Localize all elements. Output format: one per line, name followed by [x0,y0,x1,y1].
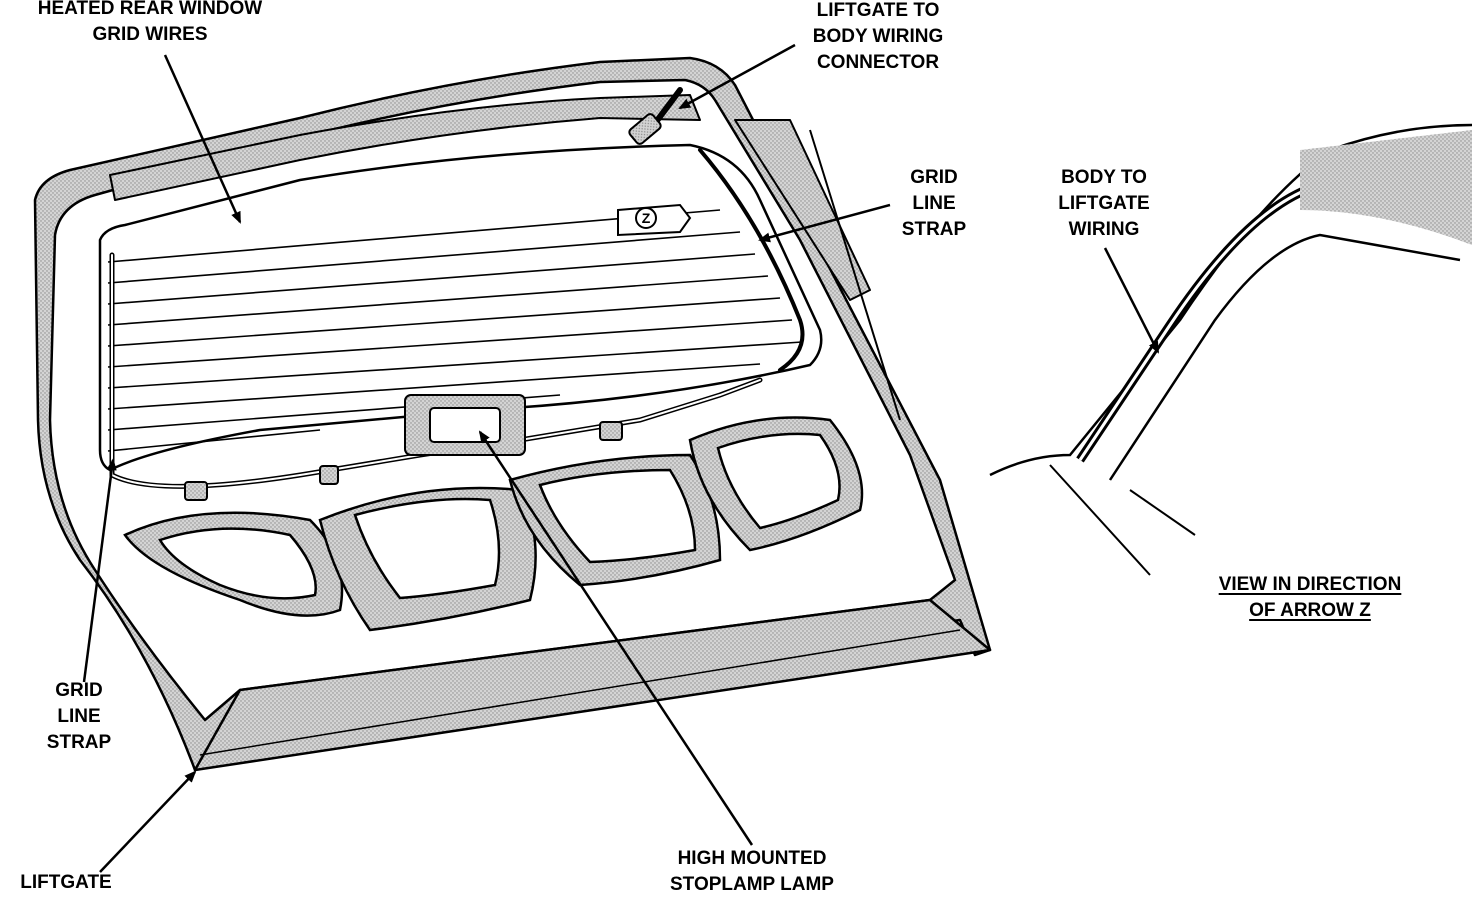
z-arrow-marker: Z [617,203,692,237]
grid-lines [107,209,803,452]
high-mounted-stoplamp-label: HIGH MOUNTED STOPLAMP LAMP [670,848,834,895]
inset-view [989,123,1472,576]
leader-lines [82,43,1160,873]
z-marker-label: Z [642,210,651,226]
heated-rear-window-label: HEATED REAR WINDOW GRID WIRES [37,0,263,45]
lower-openings [123,416,864,632]
liftgate-label: LIFTGATE [20,872,112,893]
body-to-liftgate-label: BODY TO LIFTGATE WIRING [1058,167,1150,240]
view-direction-label: VIEW IN DIRECTION OF ARROW Z [1218,574,1402,621]
grid-line-strap-right-label: GRID LINE STRAP [901,167,967,240]
liftgate-to-body-label: LIFTGATE TO BODY WIRING CONNECTOR [812,0,944,73]
grid-line-strap-left-label: GRID LINE STRAP [46,680,112,753]
